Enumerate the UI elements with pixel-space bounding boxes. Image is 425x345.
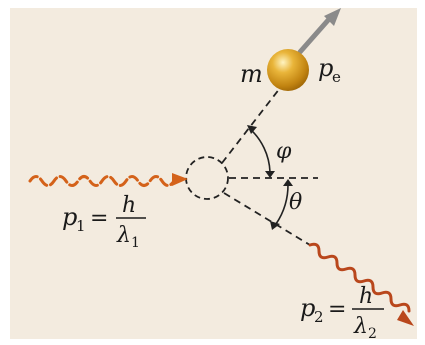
electron-momentum-arrowhead-icon	[324, 8, 341, 26]
theta-angle-label: θ	[289, 190, 302, 215]
scattered-momentum-symbol: p	[300, 294, 315, 322]
scattered-momentum-subscript: 2	[314, 308, 324, 326]
electron-momentum-symbol: p	[318, 54, 333, 82]
incident-numerator: h	[122, 193, 136, 218]
incident-denominator-symbol: λ	[116, 223, 131, 248]
incident-denominator-subscript: 1	[131, 235, 140, 251]
phi-angle-label: φ	[276, 139, 292, 164]
electron-momentum-arrow-shaft	[297, 15, 333, 55]
scattered-photon-arrowhead-icon	[397, 310, 414, 326]
incident-momentum-subscript: 1	[76, 217, 86, 235]
scattered-equals-sign: =	[328, 297, 346, 322]
phi-arrow-top-icon	[247, 125, 257, 134]
theta-angle-arc	[275, 183, 289, 225]
scattered-photon-wave	[308, 242, 411, 313]
electron-ball-icon	[267, 49, 309, 91]
scattered-denominator-subscript: 2	[368, 326, 377, 342]
electron-mass-label: m	[240, 60, 263, 88]
incident-equals-sign: =	[90, 206, 108, 231]
phi-angle-arc	[248, 127, 271, 173]
theta-arrow-top-icon	[283, 179, 293, 186]
scattered-denominator-symbol: λ	[353, 314, 368, 339]
electron-momentum-subscript: e	[332, 68, 341, 86]
compton-scattering-figure	[10, 8, 417, 339]
incident-photon-wave	[28, 175, 182, 187]
theta-arrow-bottom-icon	[270, 221, 280, 230]
incident-momentum-symbol: p	[62, 203, 77, 231]
electron-direction-line	[221, 87, 281, 164]
incident-photon-arrowhead-icon	[172, 173, 188, 186]
phi-arrow-bottom-icon	[265, 171, 275, 178]
scattered-numerator: h	[359, 284, 373, 309]
target-electron-circle	[185, 156, 229, 200]
scattered-photon-direction-line	[223, 192, 311, 246]
